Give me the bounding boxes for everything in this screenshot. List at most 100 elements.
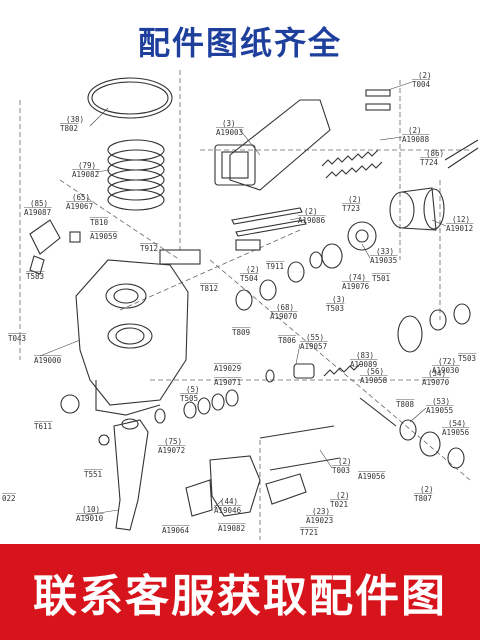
part-code: A19000 [34,356,62,365]
part-code: T551 [84,470,102,479]
part-code: T003 [332,466,350,475]
shaft-assembly [159,239,343,311]
part-code: T043 [8,334,26,343]
part-callout: T809 [232,327,251,337]
part-callout: A19064 [162,525,190,535]
part-callout: T503 [458,353,477,363]
part-callout: (83)A19089 [350,351,378,369]
part-callout: (5)T505 [180,385,200,403]
part-quantity: (5) [186,385,200,394]
part-code: A19010 [76,514,104,523]
part-code: A19059 [90,232,117,241]
part-code: T802 [60,124,78,133]
part-quantity: (83) [356,351,374,360]
part-code: A19082 [218,524,245,533]
part-code: T724 [420,158,439,167]
part-callout: (65)A19067 [66,193,94,211]
part-quantity: (79) [78,161,96,170]
part-quantity: (55) [306,333,324,342]
part-quantity: (2) [408,126,422,135]
callout-labels: (2)T004 (2)A19088 (86)T724 (3)A19003 (38)T80… [2,71,477,537]
part-quantity: (68) [276,303,294,312]
part-quantity: (86) [426,149,444,158]
exploded-parts-diagram: (2)T004 (2)A19088 (86)T724 (3)A19003 (38)T80… [2,70,479,540]
part-code: T505 [180,394,198,403]
leader-lines [39,81,447,517]
part-quantity: (2) [338,457,352,466]
part-quantity: (33) [376,247,394,256]
part-code: T806 [278,336,297,345]
part-quantity: (44) [220,497,238,506]
banner-text: 联系客服获取配件图 [33,571,447,622]
part-quantity: (2) [420,485,434,494]
part-callout: (38)T802 [60,115,84,133]
part-callout: (55)A19057 [300,333,328,351]
part-callout: (2)T807 [414,485,434,503]
part-quantity: (34) [428,369,446,378]
part-callout: (79)A19082 [72,161,100,179]
oring-spring-stack [87,77,173,211]
part-callout: T043 [8,333,27,343]
lever-arm [98,408,166,531]
part-callout: T812 [200,283,219,293]
part-callout: T501 [372,273,391,283]
part-code: A19070 [422,378,450,387]
part-callout: (34)A19070 [422,369,450,387]
part-quantity: (65) [72,193,90,202]
part-code: T021 [330,500,348,509]
part-callout: (3)T503 [326,295,346,313]
part-callout: (12)A19012 [446,215,474,233]
part-code: A19046 [214,506,242,515]
part-callout: A19071 [214,377,242,387]
part-callout: (72)A19030 [432,357,460,375]
part-code: A19067 [66,202,93,211]
part-callout: (54)A19056 [442,419,470,437]
part-quantity: (2) [246,265,260,274]
pins [231,207,307,237]
part-quantity: (53) [432,397,450,406]
springs-right [321,89,479,179]
part-callout: T912 [140,243,159,253]
part-callout: (2)T504 [240,265,260,283]
part-quantity: (2) [418,71,432,80]
part-callout: (2)A19088 [402,126,430,144]
part-code: T611 [34,422,52,431]
cylinder-sleeve [347,187,445,251]
part-code: T504 [240,274,259,283]
part-callout: T810 [90,217,109,227]
part-code: A19003 [216,128,243,137]
part-quantity: (75) [164,437,182,446]
part-callout: A19059 [90,231,118,241]
part-code: A19072 [158,446,185,455]
part-callout: A19029 [214,363,242,373]
part-callout: (53)A19055 [426,397,454,415]
part-code: A19087 [24,208,51,217]
washer-row [60,369,275,419]
part-quantity: (2) [336,491,350,500]
part-code: T809 [232,328,250,337]
part-code: T723 [342,204,360,213]
part-code: A19055 [426,406,453,415]
part-callout: T551 [84,469,103,479]
part-callout: T583 [26,271,45,281]
part-code: A19035 [370,256,397,265]
part-code: 022 [2,494,16,503]
valve-fitting-left [29,219,81,275]
part-callout: (2)T004 [412,71,432,89]
part-quantity: (3) [222,119,236,128]
part-code: T912 [140,244,158,253]
right-disc [397,303,471,353]
part-callout: (68)A19070 [270,303,298,321]
part-code: T501 [372,274,390,283]
part-code: A19071 [214,378,241,387]
part-callout: (2)A19086 [298,207,326,225]
part-code: A19089 [350,360,377,369]
part-quantity: (54) [448,419,466,428]
part-code: A19057 [300,342,327,351]
part-callout: (2)T003 [332,457,352,475]
part-callout: (2)T021 [330,491,350,509]
part-callout: (2)T723 [342,195,362,213]
part-code: A19056 [442,428,470,437]
part-callout: (33)A19035 [370,247,398,265]
part-code: A19082 [72,170,99,179]
